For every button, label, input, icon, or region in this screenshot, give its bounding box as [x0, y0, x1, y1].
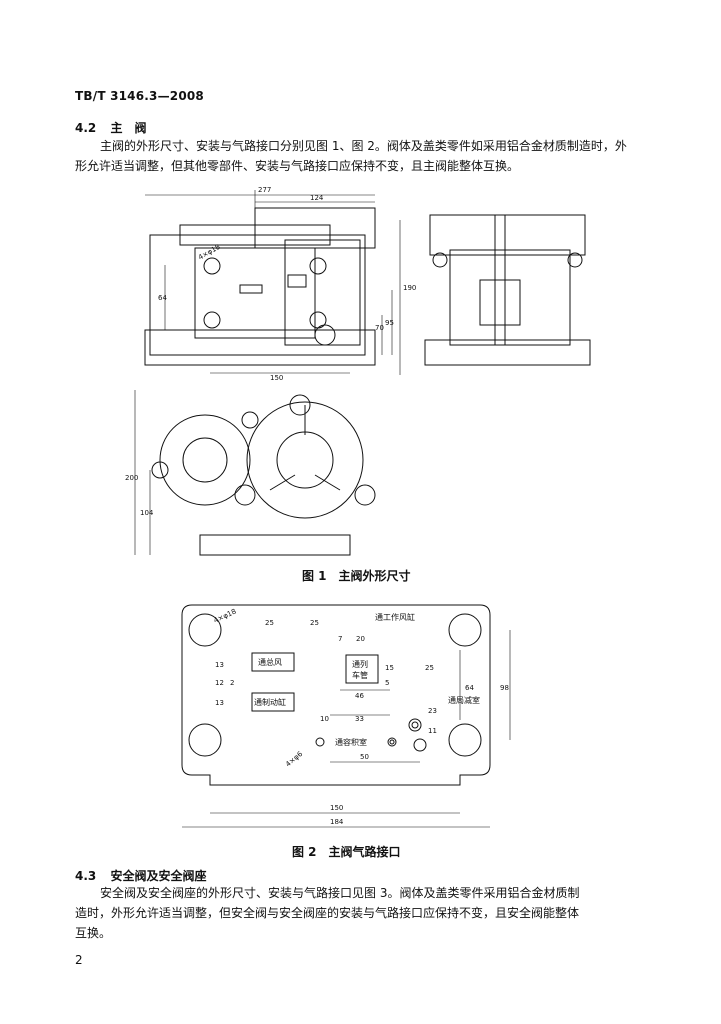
- figure-2-drawing: 4×φ18 25 25 7 20 13 12 2 13 15 5 25 46 6…: [181, 604, 511, 828]
- fig2-dim-2: 2: [230, 679, 234, 687]
- section-title: 安全阀及安全阀座: [110, 869, 207, 883]
- fig2-dim-7: 7: [338, 635, 342, 643]
- label-train-pipe-b: 车管: [352, 670, 368, 680]
- dim-70: 70: [375, 324, 384, 332]
- label-volume-chamber: 通容积室: [335, 737, 367, 747]
- section-4-3-heading: 4.3 安全阀及安全阀座: [75, 867, 206, 884]
- label-work-cylinder: 通工作风缸: [375, 612, 415, 622]
- fig2-dim-50: 50: [360, 753, 369, 761]
- section-4-3-para-line1: 安全阀及安全阀座的外形尺寸、安装与气路接口见图 3。阀体及盖类零件采用铝合金材质…: [100, 886, 580, 900]
- section-number: 4.2: [75, 121, 97, 135]
- fig2-dim-4x6: 4×φ6: [284, 750, 304, 769]
- fig2-dim-98: 98: [500, 684, 509, 692]
- label-main-air: 通总风: [258, 657, 282, 667]
- section-number: 4.3: [75, 869, 97, 883]
- section-title: 主 阀: [110, 121, 147, 135]
- dim-95: 95: [385, 319, 394, 327]
- dim-104: 104: [140, 509, 154, 517]
- figure-1-caption: 图 1 主阀外形尺寸: [302, 569, 411, 583]
- dim-190: 190: [403, 284, 416, 292]
- dim-277: 277: [258, 186, 271, 194]
- dim-64: 64: [158, 294, 167, 302]
- section-4-2-para-line2: 形允许适当调整，但其他零部件、安装与气路接口应保持不变，且主阀能整体互换。: [75, 159, 520, 173]
- label-train-pipe-a: 通列: [352, 659, 368, 669]
- figure-1-drawing: 277 124 4×φ18 64 190 70 95 150 200 104: [125, 186, 591, 556]
- fig2-dim-33: 33: [355, 715, 364, 723]
- fig2-dim-25a: 25: [265, 619, 274, 627]
- document-id: TB/T 3146.3—2008: [75, 89, 204, 103]
- section-4-3-para-line3: 互换。: [75, 926, 112, 940]
- fig2-dim-23: 23: [428, 707, 437, 715]
- dim-200: 200: [125, 474, 138, 482]
- label-reduction-chamber: 通局减室: [448, 695, 480, 705]
- fig2-dim-5: 5: [385, 679, 389, 687]
- fig2-dim-64: 64: [465, 684, 474, 692]
- fig2-dim-15: 15: [385, 664, 394, 672]
- fig2-dim-13b: 13: [215, 699, 224, 707]
- section-4-2-para-line1: 主阀的外形尺寸、安装与气路接口分别见图 1、图 2。阀体及盖类零件如采用铝合金材…: [100, 139, 627, 153]
- fig2-dim-46: 46: [355, 692, 364, 700]
- dim-150: 150: [270, 374, 283, 382]
- figure-2-caption: 图 2 主阀气路接口: [292, 845, 401, 859]
- fig2-dim-11: 11: [428, 727, 437, 735]
- section-4-3-para-line2: 造时，外形允许适当调整，但安全阀与安全阀座的安装与气路接口应保持不变，且安全阀能…: [75, 906, 580, 920]
- fig2-dim-184: 184: [330, 818, 344, 826]
- section-4-2-heading: 4.2 主 阀: [75, 119, 146, 136]
- fig2-dim-13a: 13: [215, 661, 224, 669]
- fig2-dim-25c: 25: [425, 664, 434, 672]
- page-number: 2: [75, 953, 83, 967]
- fig2-dim-20: 20: [356, 635, 365, 643]
- label-brake-cylinder: 通制动缸: [254, 697, 286, 707]
- fig2-dim-10: 10: [320, 715, 329, 723]
- fig2-dim-25b: 25: [310, 619, 319, 627]
- dim-124: 124: [310, 194, 324, 202]
- fig2-dim-150: 150: [330, 804, 343, 812]
- fig2-dim-4x18: 4×φ18: [212, 607, 237, 624]
- fig2-dim-12: 12: [215, 679, 224, 687]
